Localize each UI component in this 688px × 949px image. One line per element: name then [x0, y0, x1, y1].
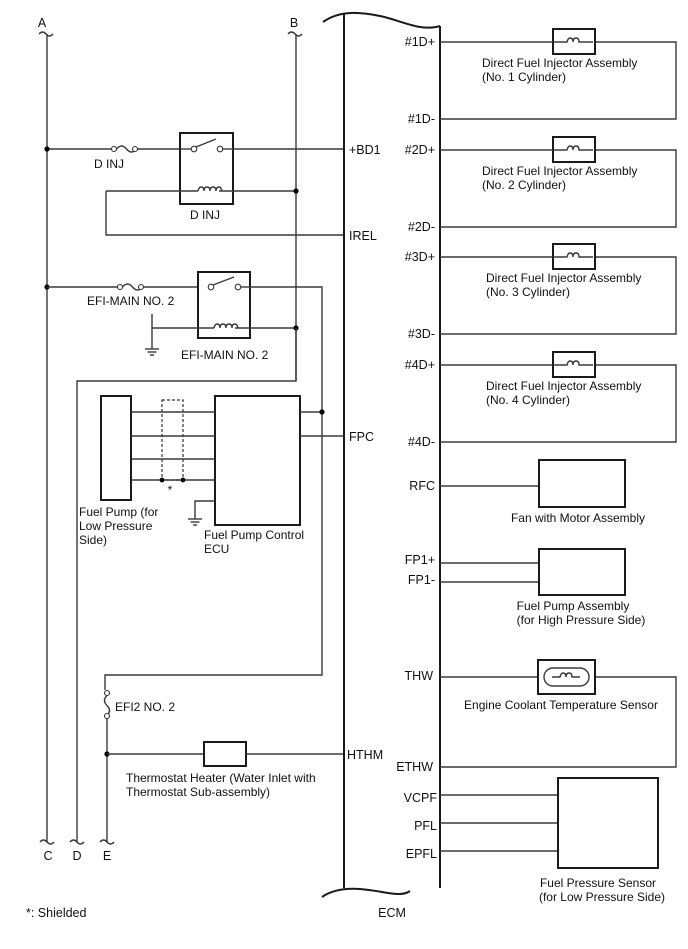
pin-vcpf: VCPF	[404, 791, 438, 805]
break-mark-icon	[287, 31, 303, 37]
ecm-label: ECM	[378, 906, 406, 920]
switch-icon	[207, 276, 250, 291]
pin-injector-neg: #4D-	[408, 435, 435, 449]
thermistor-icon	[543, 667, 590, 687]
injector-4: #4D+ #4D- Direct Fuel Injector Assembly(No…	[405, 351, 677, 449]
injector-label: (No. 1 Cylinder)	[482, 70, 566, 84]
pin-injector-pos: #4D+	[405, 358, 435, 372]
injector-label: Direct Fuel Injector Assembly	[482, 56, 637, 70]
injector-label: Direct Fuel Injector Assembly	[486, 379, 641, 393]
wire-efi-main-out	[104, 286, 323, 690]
fuel-pump-high-label: (for High Pressure Side)	[517, 613, 646, 627]
relay-d-inj	[179, 132, 234, 205]
shield	[161, 399, 184, 481]
shield-mark: *	[168, 483, 173, 497]
injector-label: (No. 4 Cylinder)	[486, 393, 570, 407]
injector-label: Direct Fuel Injector Assembly	[486, 271, 641, 285]
connector-c: C	[39, 839, 55, 863]
fuse-efi-main	[116, 283, 145, 291]
injector-label: (No. 3 Cylinder)	[486, 285, 570, 299]
fuel-pump-high-label: Fuel Pump Assembly	[517, 599, 630, 613]
junction-dot	[293, 188, 299, 194]
pin-epfl: EPFL	[406, 847, 437, 861]
ground-icon	[188, 500, 215, 526]
thermostat-label: Thermostat Sub-assembly)	[126, 785, 270, 799]
injector-3: #3D+ #3D- Direct Fuel Injector Assembly(No…	[405, 243, 677, 341]
switch-icon	[180, 138, 233, 153]
injector-label: (No. 2 Cylinder)	[482, 178, 566, 192]
connector-a-label: A	[38, 16, 47, 30]
fuel-pressure-sensor-label: Fuel Pressure Sensor	[540, 876, 656, 890]
coil-icon	[553, 360, 593, 366]
fuel-pump-low-label: Fuel Pump (for	[79, 505, 158, 519]
fuse-d-inj	[110, 145, 139, 153]
wire-irel	[105, 191, 345, 236]
pin-injector-pos: #1D+	[405, 35, 435, 49]
break-mark-icon	[38, 31, 54, 37]
pin-injector-neg: #3D-	[408, 327, 435, 341]
coil-icon	[552, 672, 580, 678]
fan-label: Fan with Motor Assembly	[511, 511, 645, 525]
pin-bd1: +BD1	[349, 143, 381, 157]
coolant-sensor-label: Engine Coolant Temperature Sensor	[464, 698, 658, 712]
pin-irel: IREL	[349, 229, 377, 243]
junction-dot	[180, 477, 186, 483]
injector-label: Direct Fuel Injector Assembly	[482, 164, 637, 178]
fuel-pressure-sensor	[557, 777, 659, 869]
injector-group: #1D+#1D-Direct Fuel Injector Assembly(No…	[405, 28, 677, 449]
wire-b-d	[76, 328, 297, 842]
fuel-pressure-sensor-label: (for Low Pressure Side)	[539, 890, 665, 904]
thermostat-label: Thermostat Heater (Water Inlet with	[126, 771, 316, 785]
connector-c-label: C	[43, 849, 52, 863]
fan-motor-assembly	[538, 459, 626, 508]
fuse-efi2	[103, 689, 111, 720]
pin-thw: THW	[405, 669, 434, 683]
pin-ethw: ETHW	[396, 760, 433, 774]
coil-icon	[553, 252, 593, 258]
connector-b-label: B	[290, 16, 298, 30]
injector-1: #1D+ #1D- Direct Fuel Injector Assembly(No…	[405, 28, 677, 126]
coil-icon	[553, 37, 593, 43]
ecm-body: ECM	[321, 11, 441, 920]
pin-injector-pos: #2D+	[405, 143, 435, 157]
junction-dot	[159, 477, 165, 483]
pin-injector-neg: #1D-	[408, 112, 435, 126]
connector-d-label: D	[72, 849, 81, 863]
fuel-pump-low-label: Low Pressure	[79, 519, 153, 533]
relay-efi-main-label: EFI-MAIN NO. 2	[181, 348, 269, 362]
footnote: *: Shielded	[26, 906, 87, 920]
junction-dot	[44, 146, 50, 152]
injector-2: #2D+ #2D- Direct Fuel Injector Assembly(No…	[405, 136, 677, 234]
fuse-efi-main-label: EFI-MAIN NO. 2	[87, 294, 175, 308]
pin-rfc: RFC	[409, 479, 435, 493]
pin-injector-neg: #2D-	[408, 220, 435, 234]
fuse-d-inj-label: D INJ	[94, 157, 124, 171]
relay-efi-main	[197, 271, 251, 339]
connector-e-label: E	[103, 849, 111, 863]
connector-b: B	[287, 16, 303, 37]
connector-d: D	[69, 839, 85, 863]
pin-fp1-neg: FP1-	[408, 573, 435, 587]
pin-fpc: FPC	[349, 430, 374, 444]
connector-e: E	[99, 839, 115, 863]
fuel-pump-ecu-label: Fuel Pump Control	[204, 528, 304, 542]
coil-icon	[553, 145, 593, 151]
relay-d-inj-label: D INJ	[190, 208, 220, 222]
ground-icon	[145, 328, 159, 356]
fuel-pump-ecu-label: ECU	[204, 542, 229, 556]
fuel-pump-high	[538, 548, 626, 596]
thermostat-heater	[203, 741, 247, 767]
pin-pfl: PFL	[414, 819, 437, 833]
fuel-pump-control-ecu	[214, 395, 301, 526]
fuel-pump-low-label: Side)	[79, 533, 107, 547]
pin-injector-pos: #3D+	[405, 250, 435, 264]
fuse-efi2-label: EFI2 NO. 2	[115, 700, 175, 714]
coil-icon	[106, 186, 296, 192]
pin-hthm: HTHM	[347, 748, 383, 762]
pin-fp1-pos: FP1+	[405, 553, 435, 567]
connector-a: A	[38, 16, 54, 37]
junction-dot	[319, 409, 325, 415]
fuel-pump-low	[100, 395, 132, 501]
